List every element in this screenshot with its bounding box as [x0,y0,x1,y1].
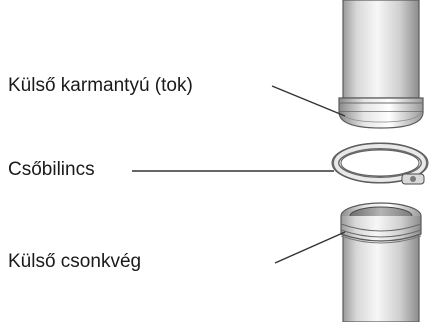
leader-line-spigot [274,231,346,264]
label-outer-sleeve: Külső karmantyú (tok) [8,75,193,96]
pipe-clamp-ring [331,142,429,185]
outer-spigot-pipe [340,202,422,322]
leader-line-sleeve [271,85,346,117]
label-pipe-clamp: Csőbilincs [8,159,95,180]
label-outer-spigot-end: Külső csonkvég [8,251,142,272]
outer-sleeve-pipe [338,0,424,129]
